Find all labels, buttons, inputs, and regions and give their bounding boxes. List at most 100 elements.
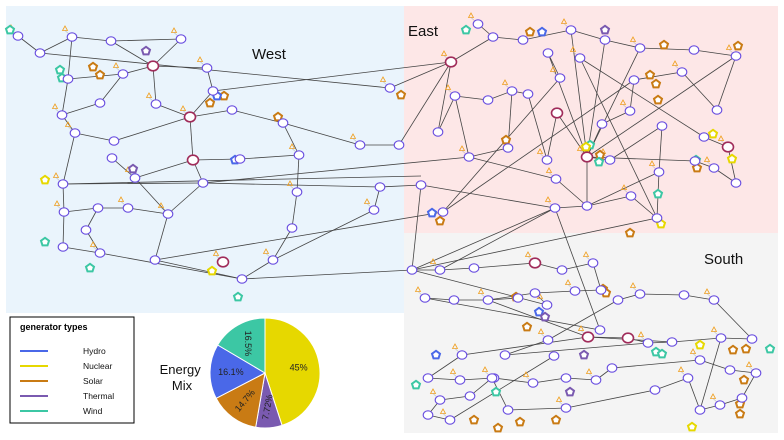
generator-icon [39, 236, 51, 247]
line-segment [439, 267, 475, 271]
generator-icon [533, 306, 545, 317]
bus-node [649, 385, 661, 395]
generator-icon [39, 174, 51, 185]
line-segment [241, 269, 413, 280]
generator-markers [4, 24, 776, 433]
bus-node [419, 293, 431, 303]
bus-node [541, 300, 553, 310]
pie-slice-hydro [209, 344, 267, 399]
bus-node [434, 395, 446, 405]
bus-node [207, 86, 219, 96]
bus-node [422, 373, 434, 383]
line-segment [654, 377, 689, 391]
pie-title: Energy Mix [160, 362, 205, 393]
line-segment [411, 184, 422, 271]
line-segment [629, 79, 635, 112]
line-segment [272, 227, 293, 261]
legend-label-nuclear: Nuclear [83, 361, 112, 371]
line-segment [202, 156, 471, 184]
bus-node [415, 180, 427, 190]
generator-icon [644, 69, 656, 80]
bus-node [463, 152, 475, 162]
pie-slice-nuclear [264, 317, 321, 426]
bus-node [689, 156, 701, 166]
bus-node [186, 154, 200, 166]
generator-icon [490, 386, 502, 397]
bus-node [406, 265, 418, 275]
generator-icon [650, 78, 662, 89]
line-segment [699, 337, 722, 411]
line-segment [71, 36, 112, 42]
generator-icon [599, 24, 611, 35]
bus-node [714, 400, 726, 410]
line-segment [579, 57, 705, 138]
line-segment [420, 184, 556, 209]
line-segment [454, 95, 470, 158]
line-segment [609, 125, 663, 161]
pie-label-thermal: 7.72% [260, 394, 274, 421]
pie-label-nuclear: 45% [290, 363, 308, 373]
bus-node [656, 121, 668, 131]
bus-node [666, 337, 678, 347]
line-segment [487, 299, 589, 338]
bus-node [122, 203, 134, 213]
bus-node [444, 415, 456, 425]
line-segment [658, 125, 663, 173]
line-segment [532, 377, 567, 384]
bus-node [676, 67, 688, 77]
bus-node [724, 365, 736, 375]
line-segment [527, 93, 548, 161]
line-segment [39, 36, 73, 54]
line-segment [687, 377, 701, 411]
generator-icon [652, 94, 664, 105]
bus-node [541, 155, 553, 165]
generator-icon [740, 343, 752, 354]
line-segment [586, 39, 606, 158]
bus-node [57, 242, 69, 252]
bus-node [746, 334, 758, 344]
bus-node [267, 255, 279, 265]
line-segment [110, 38, 182, 42]
line-segment [586, 156, 696, 162]
line-segment [134, 159, 194, 179]
generator-icon [727, 344, 739, 355]
generator-icon [580, 141, 592, 152]
bus-node [549, 203, 561, 213]
bus-node [587, 258, 599, 268]
bus-node [34, 48, 46, 58]
line-segment [389, 61, 452, 89]
bus-node [162, 209, 174, 219]
line-segment [586, 55, 737, 158]
line-segment [282, 122, 361, 146]
legend-label-wind: Wind [83, 406, 103, 416]
generator-icon [127, 163, 139, 174]
bus-node [487, 32, 499, 42]
bus-node [434, 265, 446, 275]
line-segment [231, 109, 284, 124]
generator-icon [707, 128, 719, 139]
pie-title-line-1: Energy [160, 362, 202, 377]
bus-node [374, 182, 386, 192]
line-segment [604, 39, 641, 49]
line-segment [427, 354, 463, 379]
bus-node [550, 174, 562, 184]
pie-title-line-2: Mix [172, 378, 193, 393]
bus-node [201, 63, 213, 73]
bus-node [529, 288, 541, 298]
bus-node [542, 335, 554, 345]
generator-icon [430, 349, 442, 360]
generator-icon [492, 422, 504, 433]
generator-icon [4, 24, 16, 35]
pie-label-wind: 16.5% [243, 331, 253, 357]
line-segment [579, 57, 658, 219]
generator-icon [84, 262, 96, 273]
bus-node [698, 132, 710, 142]
bus-node [146, 60, 160, 72]
generator-icon [652, 188, 664, 199]
bus-node [150, 99, 162, 109]
line-segment [473, 262, 536, 269]
bus-node [506, 86, 518, 96]
bus-node [528, 257, 542, 269]
line-segment [67, 36, 73, 80]
bus-node [456, 350, 468, 360]
